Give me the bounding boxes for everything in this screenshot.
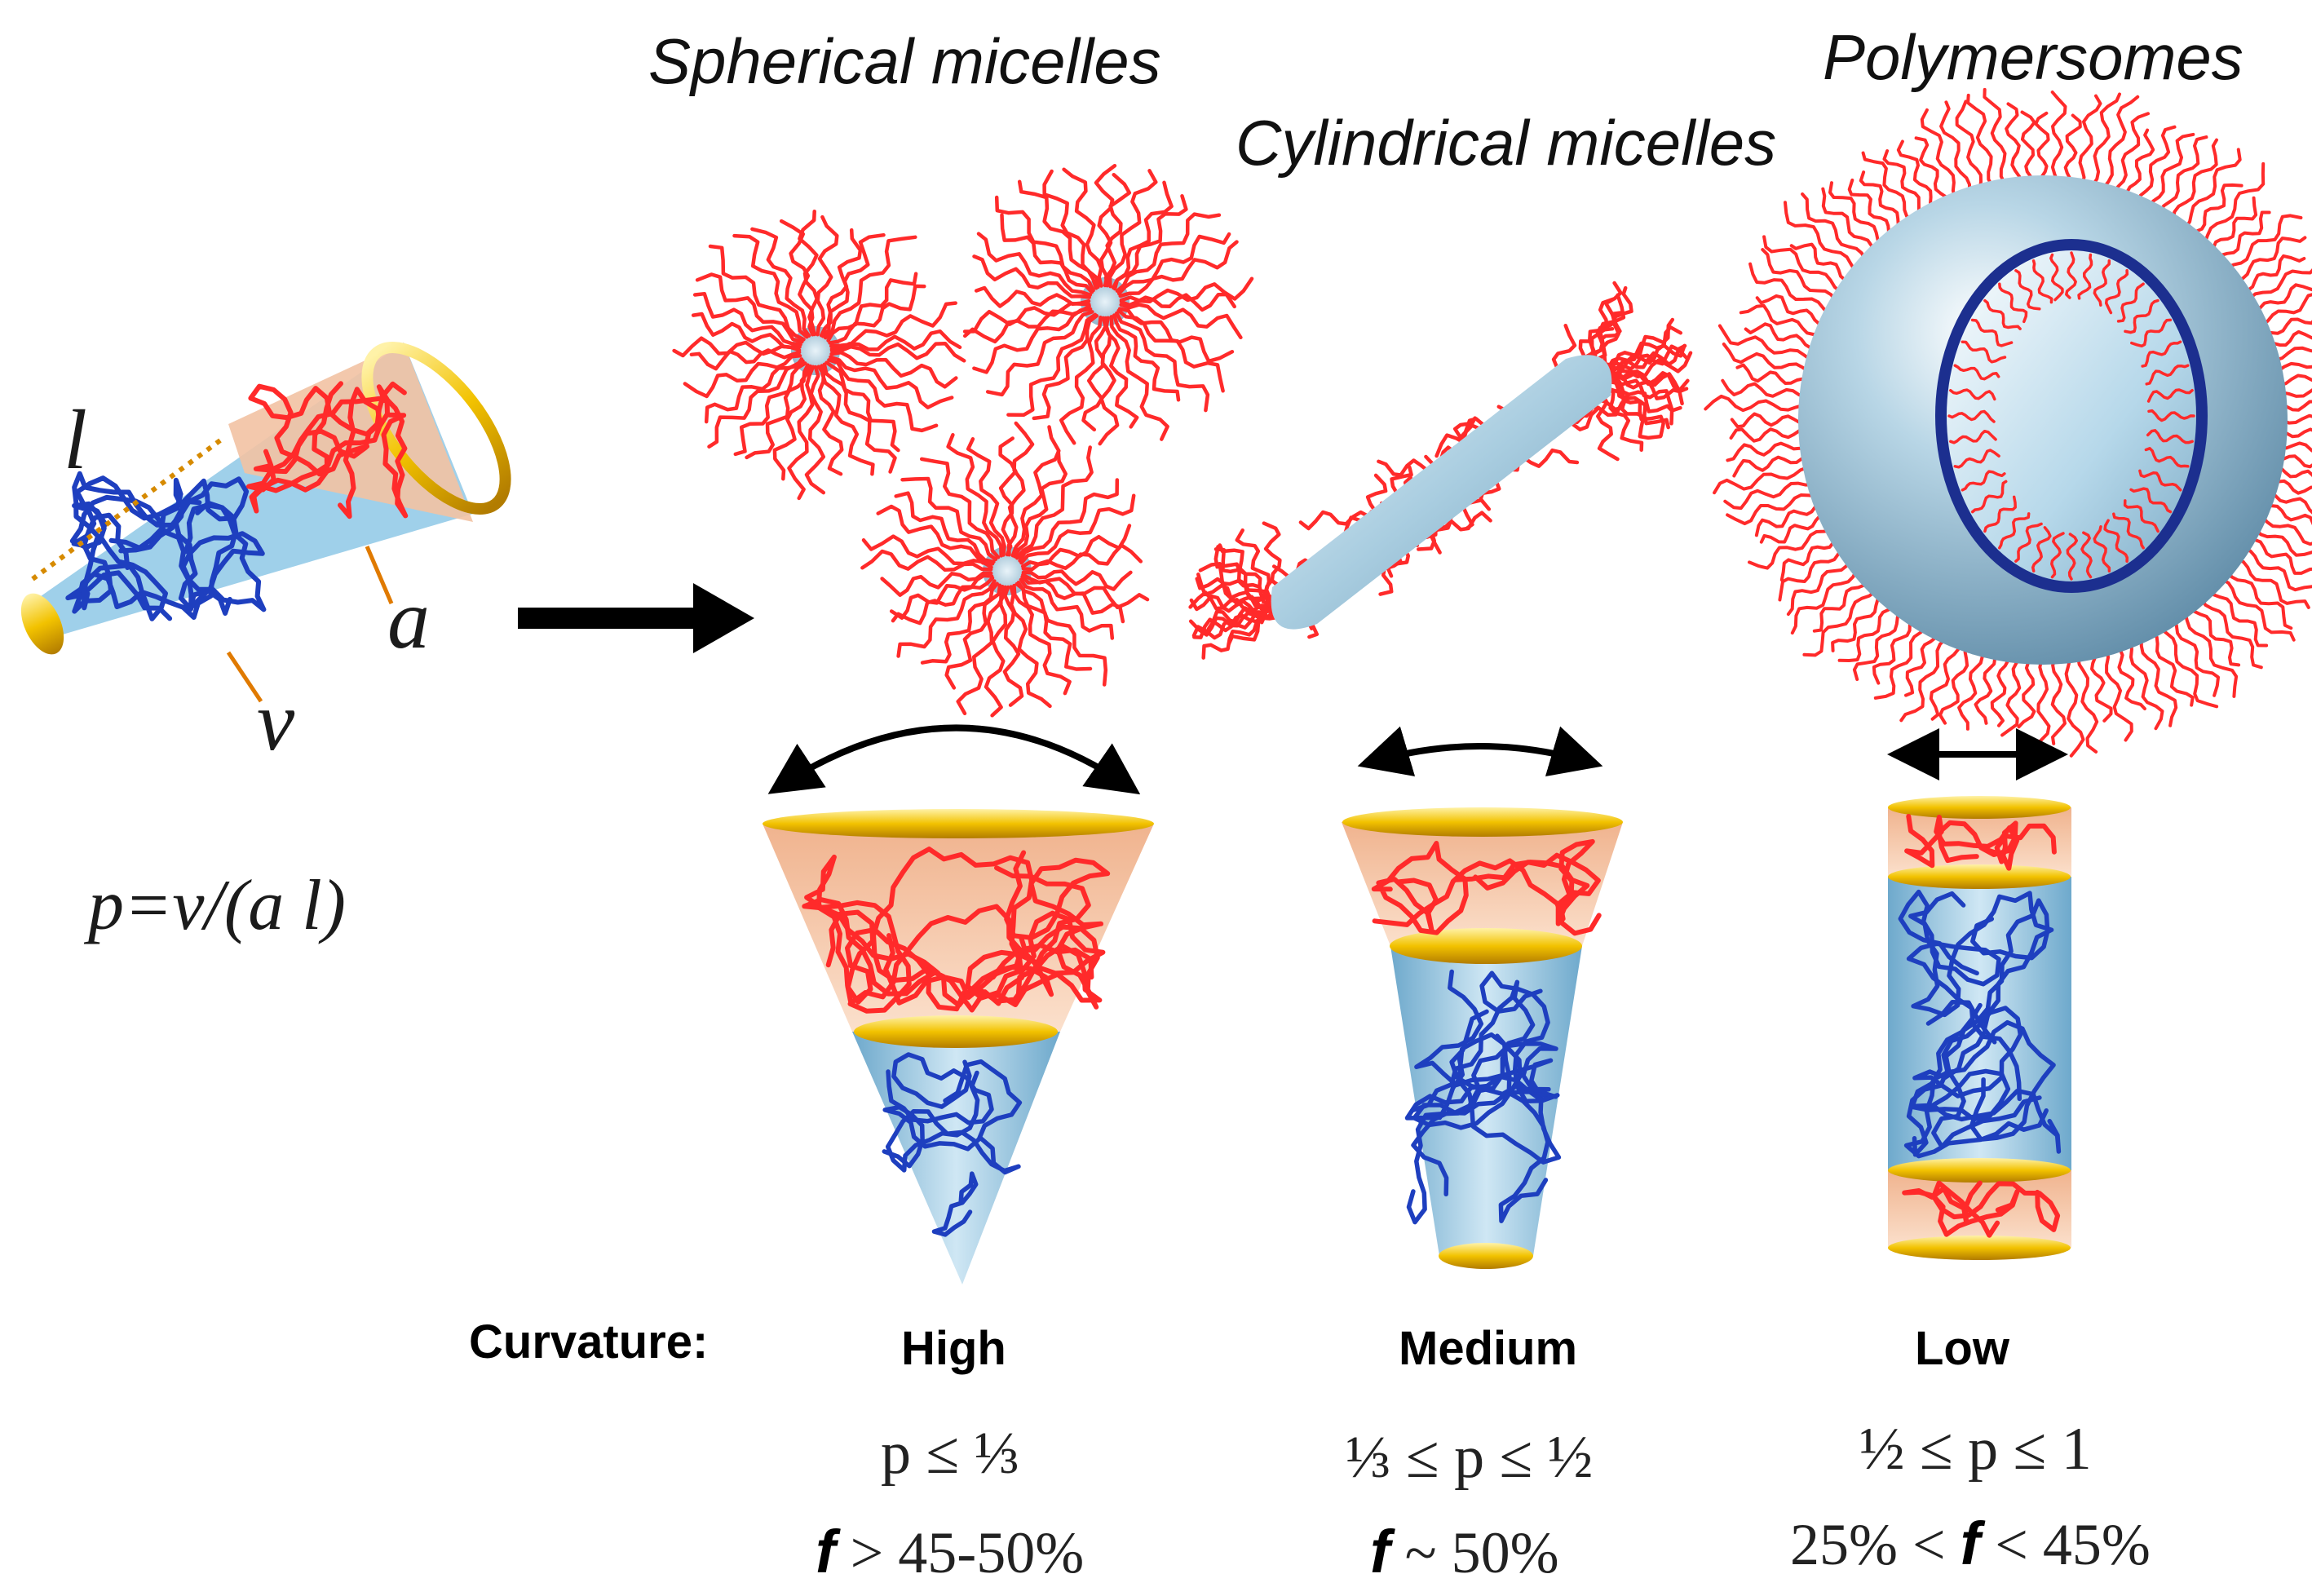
transition-arrow	[518, 583, 754, 653]
corona-chain	[747, 365, 808, 458]
corona-chain	[1116, 313, 1208, 410]
corona-chain	[818, 217, 838, 334]
corona-chain	[2053, 92, 2066, 188]
curvature-medium: Medium	[1399, 1321, 1577, 1376]
length-symbol: l	[64, 391, 87, 489]
volume-pointer	[228, 652, 261, 701]
corona-chain	[2180, 608, 2237, 696]
corona-chain	[1020, 480, 1117, 561]
p-range-low: ½ ≤ p ≤ 1	[1859, 1415, 2092, 1484]
cone-high-top-ring	[763, 809, 1154, 838]
cone-medium-mid-ring	[1390, 928, 1582, 964]
f-range-high-value: > 45-50%	[836, 1520, 1085, 1585]
corona-chain	[1793, 566, 1863, 633]
unimer-cone	[12, 325, 531, 701]
corona-chain	[1017, 448, 1091, 559]
f-range-low-value: < 45%	[1980, 1512, 2151, 1577]
polymersome	[1705, 90, 2312, 756]
f-symbol: f	[816, 1518, 836, 1585]
spherical-micelles-group	[674, 166, 1252, 715]
corona-chain	[1100, 318, 1117, 444]
f-symbol: f	[1370, 1518, 1390, 1585]
area-symbol: a	[387, 571, 430, 668]
cylindrical-micelles-title: Cylindrical micelles	[1236, 106, 1776, 180]
corona-chain	[878, 506, 992, 564]
f-range-high: f > 45-50%	[816, 1517, 1084, 1587]
f-range-medium: f ~ 50%	[1370, 1517, 1559, 1587]
curvature-label: Curvature:	[469, 1315, 708, 1369]
corona-chain	[1804, 585, 1878, 656]
corona-chain	[2006, 104, 2020, 188]
cylinder-low-bottom-ring	[1888, 1236, 2071, 1260]
p-range-medium: ⅓ ≤ p ≤ ½	[1346, 1423, 1593, 1492]
volume-symbol: v	[257, 673, 294, 770]
corona-chain	[1727, 444, 1811, 461]
cylinder-low-ring-3	[1888, 1158, 2071, 1183]
cone-medium-top-ring	[1342, 807, 1623, 837]
cylinder-core	[1271, 355, 1612, 629]
cylinder-low-ring-2	[1888, 864, 2071, 889]
corona-chain	[1705, 396, 1810, 410]
corona-chain	[2103, 97, 2138, 196]
f-symbol: f	[1961, 1510, 1981, 1577]
corona-chain	[1802, 194, 1870, 264]
corona-chain	[1714, 467, 1815, 493]
cone-high-mid-ring	[854, 1015, 1058, 1048]
cylindrical-micelle	[1191, 283, 1691, 658]
spherical-micelles-title: Spherical micelles	[648, 24, 1161, 99]
corona-chain	[1840, 601, 1897, 661]
f-range-low: 25% < f < 45%	[1790, 1509, 2151, 1579]
curvature-low: Low	[1915, 1321, 2009, 1376]
cone-medium-bottom-ring	[1439, 1243, 1533, 1269]
packing-parameter-formula: p=v/(a l)	[88, 864, 346, 947]
corona-chain	[1959, 644, 1983, 729]
corona-chain	[2053, 652, 2065, 744]
corona-chain	[1722, 381, 1811, 398]
corona-chain	[697, 275, 802, 342]
p-range-high: p ≤ ⅓	[881, 1419, 1019, 1488]
corona-chain	[1112, 316, 1168, 439]
medium-curvature-arrow	[1370, 746, 1590, 763]
corona-chain	[896, 493, 994, 562]
polymersomes-title: Polymersomes	[1823, 20, 2243, 95]
cylinder-low-top-ring	[1888, 796, 2071, 819]
curvature-high: High	[901, 1321, 1006, 1376]
high-curvature-arrow	[779, 728, 1129, 788]
corona-chain	[2036, 652, 2049, 756]
f-range-low-prefix: 25% <	[1790, 1512, 1961, 1577]
corona-chain	[2180, 149, 2240, 232]
f-range-medium-value: ~ 50%	[1390, 1520, 1559, 1585]
